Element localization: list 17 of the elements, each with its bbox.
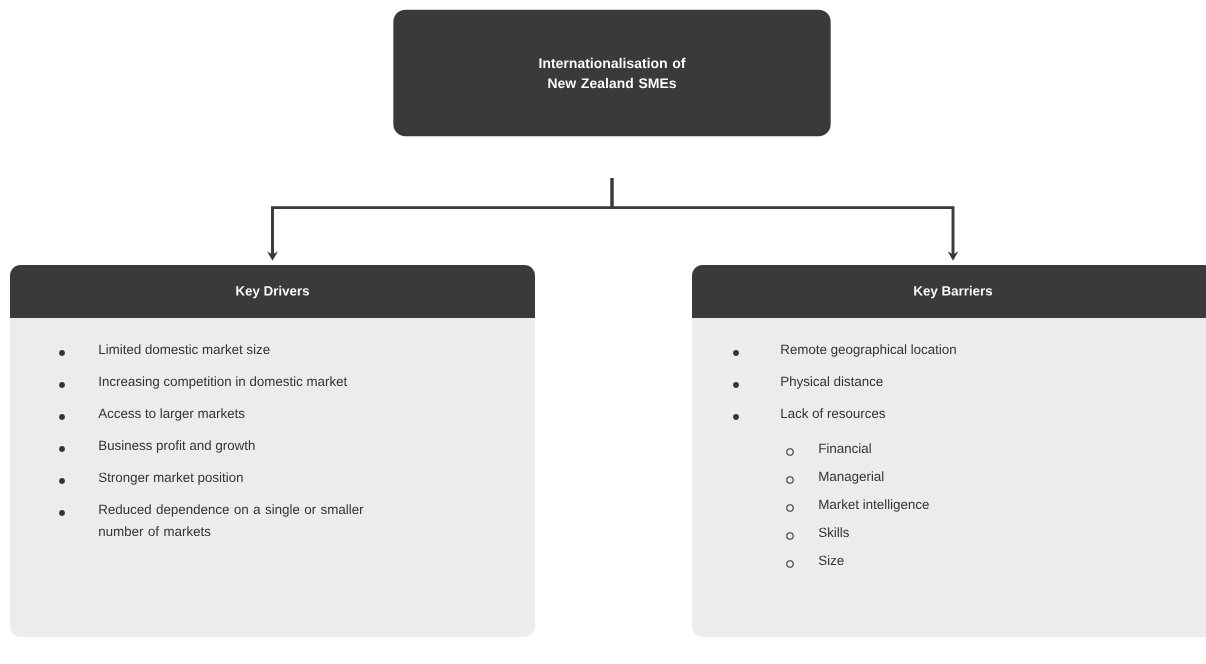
list-item: Increasing competition in domestic market xyxy=(99,376,348,389)
list-item: Lack of resources xyxy=(781,408,885,419)
list-item: Financial xyxy=(819,443,871,454)
title-box: Internationalisation of New Zealand SMEs xyxy=(393,9,831,137)
list-item: Size xyxy=(818,555,844,566)
header-band: Key Barriers xyxy=(692,265,1206,318)
list-item: Limited domestic market size xyxy=(99,344,270,355)
list-item: Physical distance xyxy=(781,376,883,389)
list-item: Managerial xyxy=(819,471,884,484)
list-item: Access to larger markets xyxy=(98,408,245,421)
list-item: Reduced dependence on a single or smaller number of markets xyxy=(99,504,364,537)
list-item: Stronger market position xyxy=(98,472,243,485)
list-item: Remote geographical location xyxy=(781,344,956,357)
list-item: Skills xyxy=(818,527,849,538)
list-item: Market intelligence xyxy=(819,499,929,512)
header-band: Key Drivers xyxy=(10,265,535,318)
list-item: Business profit and growth xyxy=(99,440,255,453)
